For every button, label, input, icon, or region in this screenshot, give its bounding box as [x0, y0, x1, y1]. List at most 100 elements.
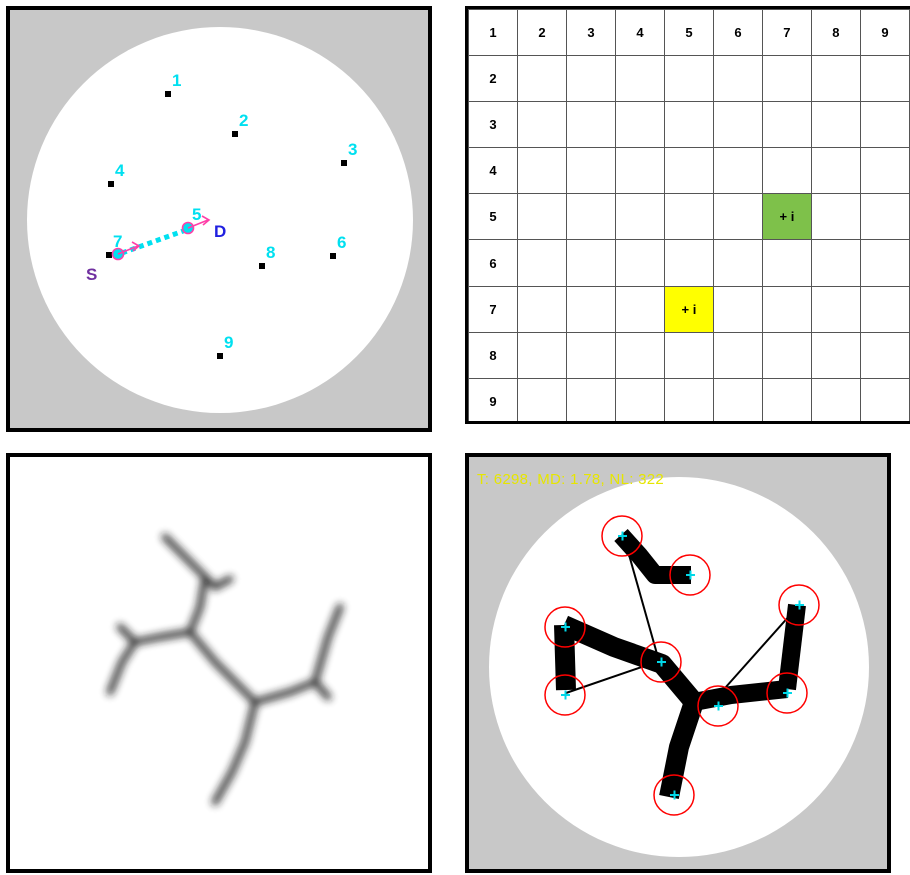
node-label: 2	[239, 111, 248, 130]
grid-cell	[516, 377, 567, 421]
grid-cell	[712, 377, 763, 421]
grid-cell	[712, 239, 763, 287]
simulation-panel: T: 6298, MD: 1.78, NL: 322	[465, 453, 891, 873]
grid-cell	[761, 55, 812, 103]
grid-cell	[614, 147, 665, 195]
grid-cell	[859, 377, 910, 421]
grid-column-header: 9	[859, 9, 910, 57]
grid-row: 8	[468, 331, 910, 379]
grid-cell	[516, 285, 567, 333]
grid-row: 4	[468, 147, 910, 195]
grid-cell	[712, 193, 763, 241]
grid-cell	[810, 377, 861, 421]
grid-row-header: 5	[468, 193, 518, 241]
density-map-canvas	[106, 533, 344, 806]
grid-cell	[614, 377, 665, 421]
node-marker	[341, 160, 347, 166]
node-label: 1	[172, 71, 181, 90]
grid-cell	[516, 239, 567, 287]
node-label: 9	[224, 333, 233, 352]
source-arrow	[117, 245, 139, 255]
grid-column-header: 1	[468, 9, 518, 57]
grid-cell	[810, 239, 861, 287]
grid-cell	[859, 285, 910, 333]
grid-cell	[663, 147, 714, 195]
simulation-canvas	[489, 477, 869, 857]
grid-cell	[565, 377, 616, 421]
grid-cell	[859, 239, 910, 287]
grid-row: 7 + i	[468, 285, 910, 333]
node-marker	[259, 263, 265, 269]
grid-column-header: 6	[712, 9, 763, 57]
grid-row-header: 9	[468, 377, 518, 421]
grid-cell	[565, 193, 616, 241]
grid-column-header: 2	[516, 9, 567, 57]
grid-cell	[761, 147, 812, 195]
grid-cell	[565, 331, 616, 379]
grid-column-header: 5	[663, 9, 714, 57]
coverage-disk	[27, 27, 413, 413]
grid-cell	[712, 55, 763, 103]
grid-row-header: 2	[468, 55, 518, 103]
grid-cell	[810, 285, 861, 333]
grid-row: 2	[468, 55, 910, 103]
grid-cell	[761, 239, 812, 287]
node-label: 5	[192, 205, 201, 224]
grid-cell	[516, 331, 567, 379]
node-circles	[544, 515, 820, 816]
grid-cell	[810, 193, 861, 241]
grid-cell	[565, 55, 616, 103]
grid-cell	[859, 101, 910, 149]
grid-cell	[516, 193, 567, 241]
grid-cell	[761, 101, 812, 149]
node-marker	[106, 252, 112, 258]
node-marker	[108, 181, 114, 187]
grid-cell	[810, 147, 861, 195]
grid-cell	[614, 193, 665, 241]
grid-cell	[565, 147, 616, 195]
grid-cell	[712, 147, 763, 195]
grid-cell	[516, 147, 567, 195]
grid-cell	[859, 147, 910, 195]
grid-column-header: 7	[761, 9, 812, 57]
grid-row: 5 + i	[468, 193, 910, 241]
grid-cell	[810, 101, 861, 149]
source-label: S	[86, 265, 97, 284]
node-label: 3	[348, 140, 357, 159]
grid-row-header: 7	[468, 285, 518, 333]
grid-cell	[614, 239, 665, 287]
node-label: 8	[266, 243, 275, 262]
grid-cell	[761, 331, 812, 379]
node-label: 4	[115, 161, 125, 180]
grid-cell	[810, 331, 861, 379]
grid-cell	[614, 331, 665, 379]
grid-column-header: 3	[565, 9, 616, 57]
grid-cell	[614, 285, 665, 333]
node-label: 6	[337, 233, 346, 252]
destination-arrow-head	[201, 215, 211, 226]
node-crosses	[561, 531, 804, 800]
grid-cell	[663, 55, 714, 103]
grid-cell	[712, 331, 763, 379]
destination-label: D	[214, 222, 226, 241]
grid-cell	[663, 377, 714, 421]
grid-row-header: 6	[468, 239, 518, 287]
grid-cell	[761, 377, 812, 421]
grid-cell	[810, 55, 861, 103]
grid-cell	[565, 101, 616, 149]
grid-column-header: 4	[614, 9, 665, 57]
grid-row: 3	[468, 101, 910, 149]
grid-column-header: 8	[810, 9, 861, 57]
grid-row-header: 4	[468, 147, 518, 195]
grid-cell-highlighted: + i	[761, 193, 812, 241]
grid-cell	[663, 193, 714, 241]
grid-cell-highlighted: + i	[663, 285, 714, 333]
grid-cell	[565, 285, 616, 333]
grid-cell	[859, 331, 910, 379]
source-arrow-head	[131, 241, 141, 252]
node-marker	[165, 91, 171, 97]
